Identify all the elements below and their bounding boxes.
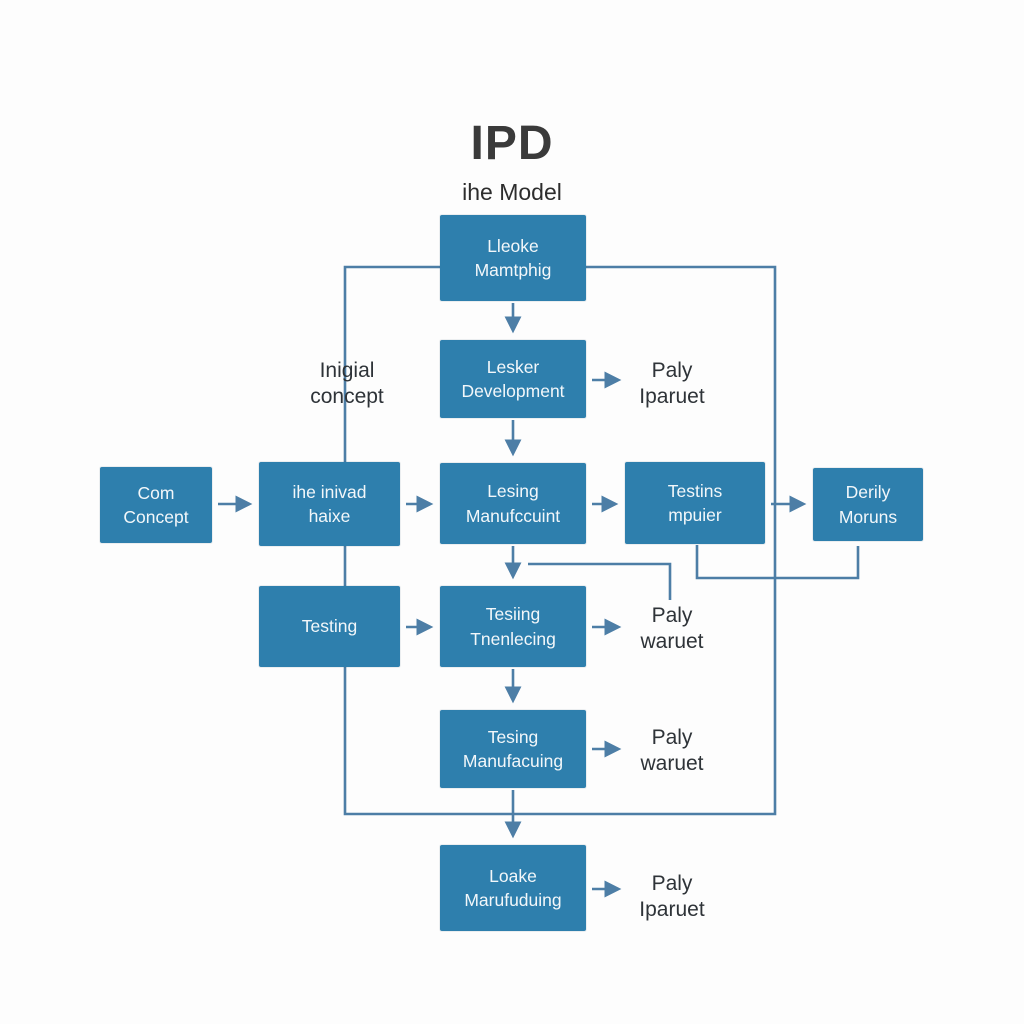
flow-box-bottom: Loake Marufuduing (440, 845, 586, 931)
flow-box-initial-line1: ihe inivad (292, 481, 367, 502)
label-paly-top-line1: Paly (651, 359, 693, 382)
flow-box-testing-left: Testing (259, 586, 400, 667)
flow-box-development-line1: Lesker (486, 356, 540, 377)
flow-box-development: Lesker Development (440, 340, 586, 418)
flow-box-center-line1: Lesing (487, 481, 539, 501)
connector-u-testins-daily (695, 545, 860, 580)
flow-box-center-line2: Manufccuint (465, 505, 561, 526)
label-paly-mid: Paly waruet (592, 603, 752, 654)
flow-box-top-line2: Mamtphig (474, 260, 552, 280)
label-paly-bottom-line1: Paly (651, 872, 693, 895)
flow-box-testing-mid-line2: Tnenlecing (470, 628, 556, 649)
flow-box-initial: ihe inivad haixe (259, 462, 400, 546)
flow-box-bottom-line2: Marufuduing (464, 890, 562, 910)
label-paly-low-line1: Paly (651, 726, 693, 749)
label-initial-concept-line2: concept (310, 384, 384, 408)
flow-box-concept: Com Concept (100, 467, 212, 543)
flow-box-daily-line1: Derily (845, 482, 891, 502)
flow-box-concept-line2: Concept (123, 507, 189, 527)
flow-box-bottom-line1: Loake (489, 865, 537, 886)
label-initial-concept-line1: Inigial (319, 359, 375, 382)
flow-box-concept-line1: Com (137, 482, 175, 503)
flow-box-testins: Testins mpuier (625, 462, 765, 544)
label-paly-mid-line2: waruet (640, 629, 704, 653)
label-paly-bottom: Paly Iparuet (592, 871, 752, 922)
label-paly-mid-line1: Paly (651, 604, 693, 627)
flow-box-manufacturing-line2: Manufacuing (462, 751, 564, 771)
flow-box-daily-line2: Moruns (838, 506, 898, 527)
diagram-subtitle: ihe Model (462, 179, 562, 205)
label-initial-concept: Inigial concept (267, 358, 427, 409)
flow-box-testins-line2: mpuier (668, 505, 722, 525)
diagram-title: IPD (470, 117, 554, 170)
flow-box-manufacturing: Tesing Manufacuing (440, 710, 586, 788)
label-paly-low: Paly waruet (592, 725, 752, 776)
label-paly-top-line2: Iparuet (639, 384, 705, 408)
flow-box-development-line2: Development (461, 381, 565, 401)
flow-box-testing-left-line1: Testing (301, 616, 358, 637)
label-paly-bottom-line2: Iparuet (639, 897, 705, 921)
flow-box-top-line1: Lleoke (487, 235, 539, 256)
label-paly-low-line2: waruet (640, 751, 704, 775)
flow-box-initial-line2: haixe (308, 506, 351, 526)
connector-elbow-center-right (528, 562, 672, 600)
flow-box-testins-line1: Testins (667, 480, 723, 501)
flow-box-manufacturing-line1: Tesing (487, 726, 539, 747)
connector-feedback-loop (343, 265, 777, 816)
flow-box-testing-mid: Tesiing Tnenlecing (440, 586, 586, 667)
flow-box-top: Lleoke Mamtphig (440, 215, 586, 301)
flow-box-center: Lesing Manufccuint (440, 463, 586, 544)
flow-box-testing-mid-line1: Tesiing (485, 604, 541, 624)
label-paly-top: Paly Iparuet (592, 358, 752, 409)
flow-box-daily: Derily Moruns (813, 468, 923, 541)
